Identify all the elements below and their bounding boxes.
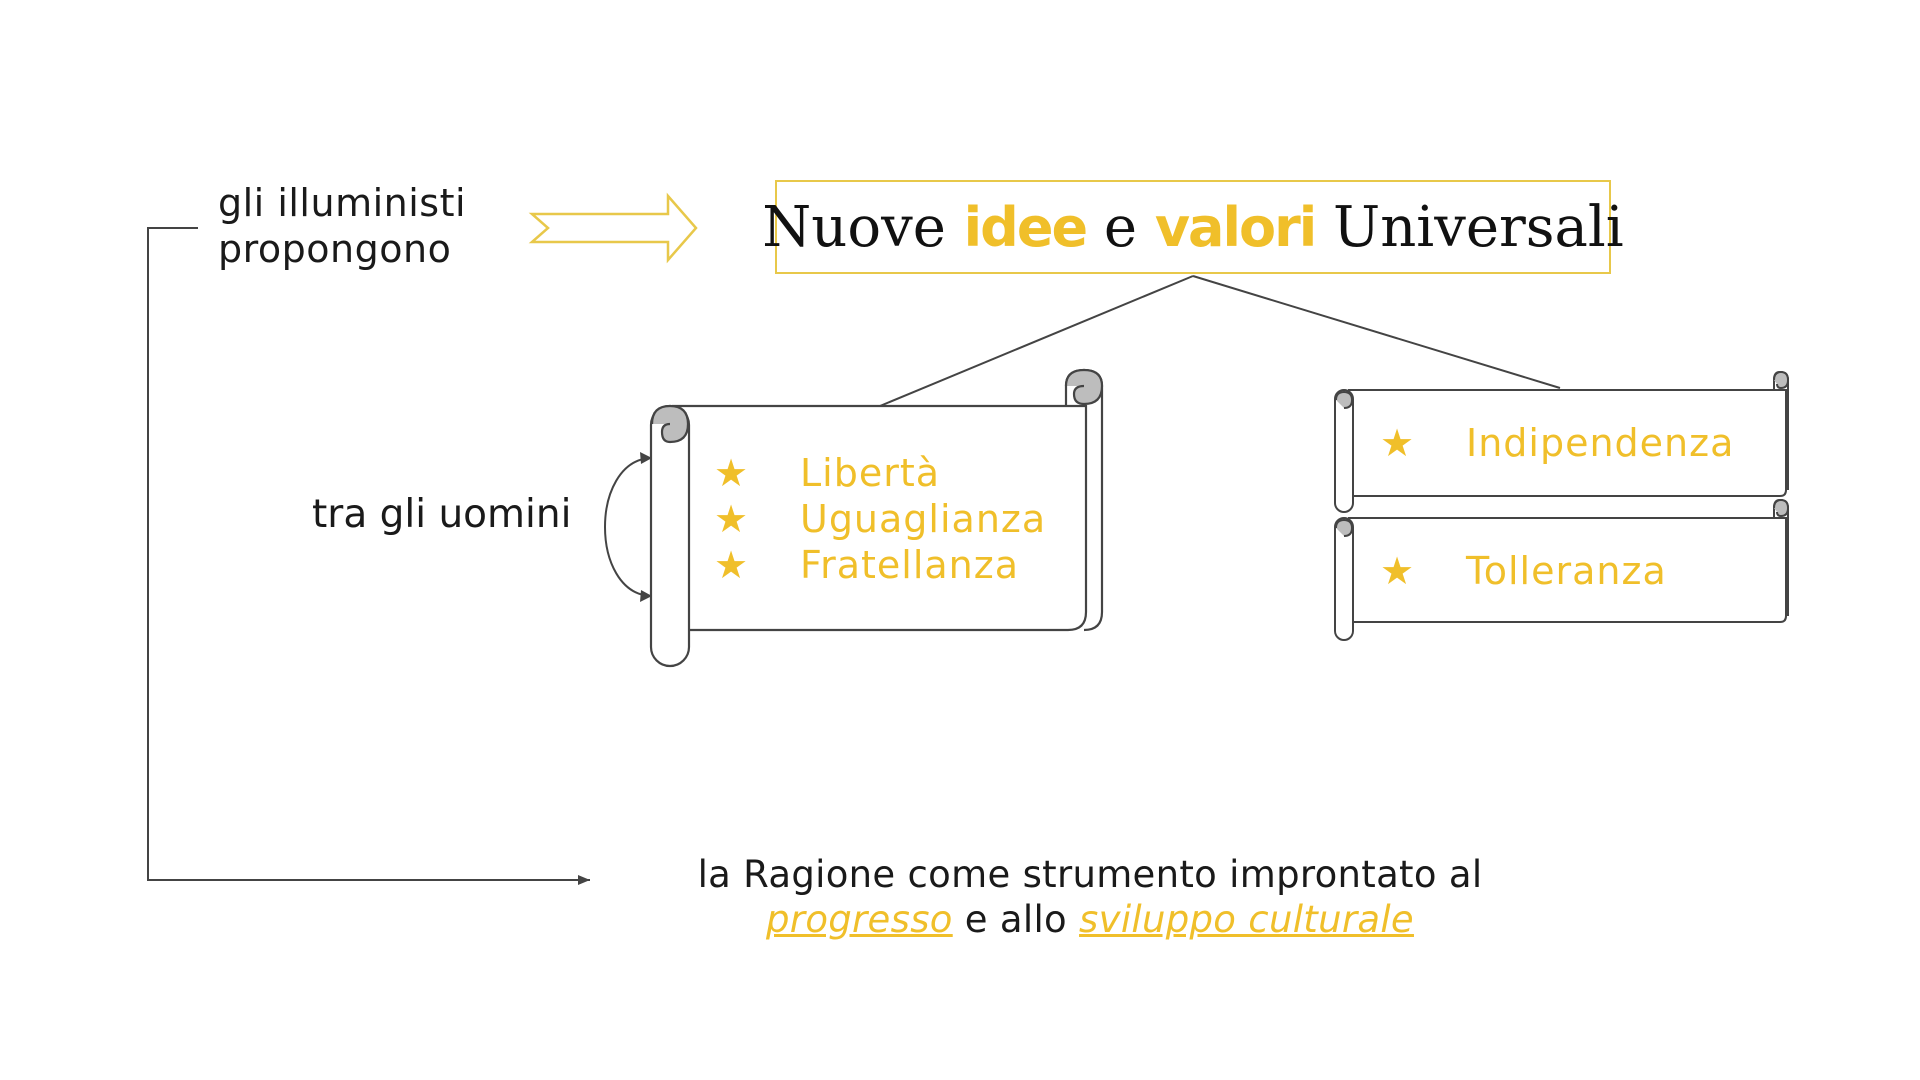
title-box: Nuove idee e valori Universali — [762, 180, 1624, 274]
star-icon: ★ — [1380, 549, 1416, 593]
scroll-left-shape — [649, 368, 1104, 668]
relation-label: tra gli uomini — [312, 492, 572, 537]
star-icon: ★ — [714, 497, 750, 541]
scroll-left-list: ★ Libertà ★ Uguaglianza ★ Fratellanza — [714, 450, 1046, 588]
scroll-right-top-item: ★ Indipendenza — [1380, 420, 1734, 466]
curved-double-arrow — [604, 457, 651, 597]
list-item: ★ Fratellanza — [714, 542, 1046, 588]
item-fratellanza: Fratellanza — [800, 543, 1019, 587]
item-liberta: Libertà — [800, 451, 941, 495]
link-progresso[interactable]: progresso — [766, 898, 953, 941]
title-highlight-idee: idee — [963, 195, 1088, 259]
item-tolleranza: Tolleranza — [1466, 549, 1667, 593]
title-part2: e — [1103, 194, 1138, 260]
tree-line-right — [1192, 275, 1561, 389]
hollow-arrow-icon — [528, 192, 698, 264]
title-part3: Universali — [1333, 194, 1624, 260]
item-indipendenza: Indipendenza — [1466, 421, 1735, 465]
left-label-line1: gli illuministi — [218, 181, 467, 225]
curved-arrowhead-top — [640, 452, 652, 464]
star-icon: ★ — [1380, 421, 1416, 465]
title-part1: Nuove — [762, 194, 946, 260]
scroll-right-bottom-item: ★ Tolleranza — [1380, 548, 1667, 594]
link-sviluppo-culturale[interactable]: sviluppo culturale — [1079, 898, 1414, 941]
bottom-line1: la Ragione come strumento improntato al — [697, 853, 1483, 896]
left-label: gli illuministi propongono — [218, 180, 466, 272]
list-item: ★ Libertà — [714, 450, 1046, 496]
tree-line-left — [879, 275, 1194, 407]
bottom-text: la Ragione come strumento improntato al … — [590, 852, 1590, 942]
item-uguaglianza: Uguaglianza — [800, 497, 1047, 541]
scroll-right-top-shape — [1334, 370, 1790, 513]
star-icon: ★ — [714, 451, 750, 495]
curved-arrowhead-bottom — [640, 590, 652, 602]
bottom-mid: e allo — [964, 898, 1067, 941]
left-bracket-connector — [147, 227, 590, 881]
left-label-line2: propongono — [218, 227, 452, 271]
title-highlight-valori: valori — [1154, 195, 1317, 259]
scroll-right-bottom-shape — [1334, 498, 1790, 641]
bottom-line2: progresso e allo sviluppo culturale — [590, 897, 1590, 942]
star-icon: ★ — [714, 543, 750, 587]
bracket-arrowhead — [578, 875, 590, 885]
list-item: ★ Uguaglianza — [714, 496, 1046, 542]
